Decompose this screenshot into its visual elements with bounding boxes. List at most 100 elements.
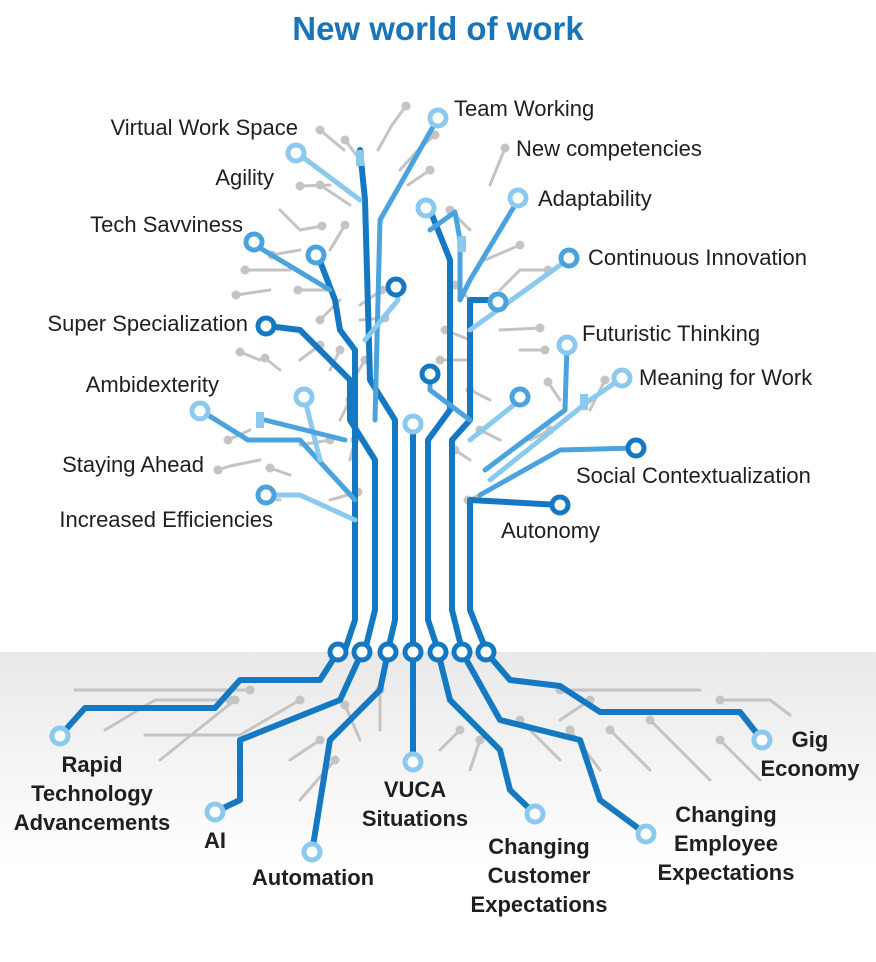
label-line: Advancements: [13, 810, 171, 835]
grey-trace: [298, 758, 337, 802]
grey-node: [340, 135, 350, 145]
grey-node: [715, 695, 725, 705]
grey-node: [605, 725, 615, 735]
label-line: Employee: [674, 831, 778, 856]
grey-node: [715, 735, 725, 745]
grey-trace: [234, 288, 272, 297]
grey-trace: [216, 458, 262, 472]
label-continuous-innovation: Continuous Innovation: [588, 245, 807, 270]
grey-node: [401, 101, 411, 111]
grey-node: [455, 725, 465, 735]
blue-trace: [435, 649, 538, 817]
label-ambidexterity: Ambidexterity: [85, 372, 219, 397]
blue-trace: [309, 649, 391, 855]
label-futuristic-thinking: Futuristic Thinking: [582, 321, 761, 346]
label-line: Situations: [361, 806, 469, 831]
label-gig-economy: Gig Economy: [748, 725, 872, 783]
blue-trace: [482, 342, 570, 473]
grey-trace: [468, 738, 482, 772]
grey-trace: [343, 703, 362, 742]
grey-node: [265, 463, 275, 473]
grey-trace: [270, 248, 302, 257]
blue-trace: [265, 323, 378, 653]
blue-trace: [477, 445, 639, 498]
branch-end-node: [475, 641, 497, 663]
label-line: Technology: [31, 781, 153, 806]
branch-end-node: [524, 803, 546, 825]
grey-node: [435, 355, 445, 365]
grey-node: [315, 315, 325, 325]
branch-end-node: [327, 641, 349, 663]
grey-trace: [376, 104, 408, 152]
branch-end-node: [351, 641, 373, 663]
trace-cap: [256, 412, 264, 428]
grey-node: [600, 375, 610, 385]
grey-node: [540, 345, 550, 355]
blue-trace: [315, 253, 358, 653]
grey-node: [535, 323, 545, 333]
grey-node: [317, 221, 327, 231]
grey-trace: [648, 718, 712, 782]
label-social-contextualization: Social Contextualization: [576, 463, 811, 488]
blue-trace: [262, 417, 348, 443]
label-team-working: Team Working: [454, 96, 595, 121]
blue-trace: [263, 492, 358, 523]
label-staying-ahead: Staying Ahead: [62, 452, 204, 477]
grey-node: [543, 377, 553, 387]
label-line: AI: [204, 828, 226, 853]
trace-cap: [356, 150, 364, 166]
blue-trace: [57, 649, 341, 739]
grey-node: [240, 265, 250, 275]
label-line: Expectations: [470, 892, 608, 917]
label-meaning-for-work: Meaning for Work: [639, 365, 813, 390]
branch-end-node: [377, 641, 399, 663]
grey-trace: [278, 208, 324, 232]
branch-end-node: [556, 334, 578, 356]
branch-end-node: [293, 386, 315, 408]
branch-end-node: [751, 729, 773, 751]
branch-end-node: [611, 367, 633, 389]
branch-end-node: [305, 244, 327, 266]
grey-node: [430, 130, 440, 140]
branch-end-node: [625, 437, 647, 459]
label-changing-employee-expectations: Changing Employee Expectations: [640, 800, 812, 887]
branch-end-node: [487, 291, 509, 313]
grey-trace: [328, 223, 347, 252]
blue-trace: [427, 197, 521, 303]
blue-trace: [297, 152, 363, 203]
grey-trace: [158, 698, 237, 762]
branch-end-node: [427, 107, 449, 129]
branch-end-node: [255, 484, 277, 506]
grey-node: [235, 347, 245, 357]
page-title: New world of work: [292, 10, 584, 47]
branch-end-node: [255, 315, 277, 337]
label-line: VUCA: [383, 777, 447, 802]
grey-node: [315, 180, 325, 190]
label-rapid-technology-advancements: Rapid Technology Advancements: [2, 750, 182, 837]
grey-trace: [608, 728, 652, 772]
branch-end-node: [385, 276, 407, 298]
label-line: Customer: [487, 863, 591, 888]
blue-trace: [357, 147, 398, 653]
grey-node: [223, 435, 233, 445]
blue-trace: [459, 649, 649, 837]
grey-node: [315, 735, 325, 745]
branch-end-node: [635, 823, 657, 845]
label-autonomy: Autonomy: [501, 518, 601, 543]
grey-node: [500, 143, 510, 153]
grey-node: [330, 755, 340, 765]
label-virtual-work-space: Virtual Work Space: [110, 115, 299, 140]
label-automation: Automation: [236, 863, 390, 892]
blue-trace: [372, 115, 441, 423]
blue-trace: [425, 207, 453, 653]
blue-circuit-lines: [57, 115, 765, 855]
blue-trace: [252, 242, 333, 293]
label-vuca-situations: VUCA Situations: [350, 775, 480, 833]
grey-node: [295, 181, 305, 191]
trace-cap: [580, 394, 588, 410]
grey-trace: [498, 268, 550, 292]
grey-node: [260, 353, 270, 363]
grey-node: [645, 715, 655, 725]
grey-node: [515, 240, 525, 250]
label-line: Gig: [791, 727, 829, 752]
